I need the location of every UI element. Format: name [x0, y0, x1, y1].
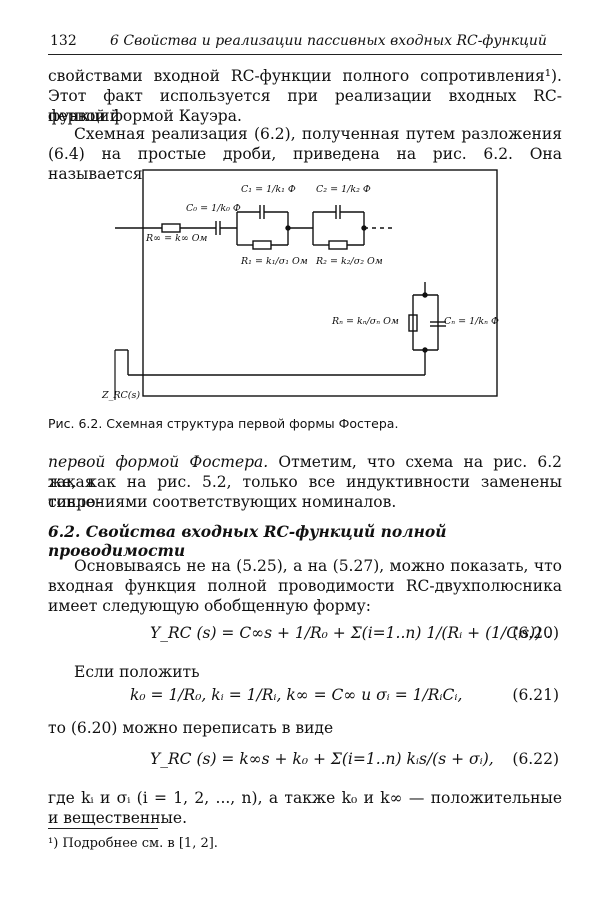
section-title: 6.2. Свойства входных RC-функций полной …: [48, 522, 447, 560]
label-c2: C₂ = 1/k₂ Ф: [316, 184, 371, 195]
label-rn: Rₙ = kₙ/σₙ Ом: [332, 316, 399, 327]
paragraph-line: входная функция полной проводимости RC-д…: [48, 577, 562, 595]
paragraph-text: Отметим, что схема на рис. 6.2 такая: [48, 453, 562, 491]
paragraph-line: где kᵢ и σᵢ (i = 1, 2, ..., n), а также …: [48, 789, 562, 807]
equation-number: (6.22): [512, 750, 559, 768]
figure-caption: Рис. 6.2. Схемная структура первой формы…: [48, 416, 399, 431]
equation-number: (6.21): [512, 686, 559, 704]
label-r1: R₁ = k₁/σ₁ Ом: [241, 256, 308, 267]
paragraph-line: Если положить: [74, 663, 200, 681]
label-r2: R₂ = k₂/σ₂ Ом: [316, 256, 383, 267]
paragraph-line: же, как на рис. 5.2, только все индуктив…: [48, 473, 562, 511]
page-header: 132 6 Свойства и реализации пассивных вх…: [50, 33, 560, 53]
resistor-rn: [408, 314, 418, 332]
equation-6-22: Y_RC (s) = k∞s + k₀ + Σ(i=1..n) kᵢs/(s +…: [150, 750, 494, 768]
paragraph-line: первой формой Кауэра.: [48, 107, 242, 125]
paragraph-line: свойствами входной RC-функции полного со…: [48, 67, 562, 85]
footnote: ¹) Подробнее см. в [1, 2].: [48, 836, 218, 851]
paragraph-line: Схемная реализация (6.2), полученная пут…: [74, 125, 562, 143]
paragraph-line: и вещественные.: [48, 809, 187, 827]
running-title: 6 Свойства и реализации пассивных входны…: [110, 33, 547, 49]
resistor-r2: [328, 240, 348, 250]
footnote-rule: [48, 828, 158, 829]
label-cn: Cₙ = 1/kₙ Ф: [444, 316, 499, 327]
circuit-diagram: [114, 169, 498, 400]
resistor-r1: [252, 240, 272, 250]
paragraph-line: то (6.20) можно переписать в виде: [48, 719, 334, 737]
paragraph-line: тивлениями соответствующих номиналов.: [48, 493, 397, 511]
paragraph-line: (6.4) на простые дроби, приведена на рис…: [48, 145, 562, 183]
paragraph-line: Основываясь не на (5.25), а на (5.27), м…: [74, 557, 562, 575]
label-r-inf: R∞ = k∞ Ом: [146, 233, 208, 244]
paragraph-line: Этот факт используется при реализации вх…: [48, 87, 562, 125]
header-rule: [48, 54, 562, 55]
label-c1: C₁ = 1/k₁ Ф: [241, 184, 296, 195]
label-zrc: Z_RC(s): [102, 390, 141, 401]
equation-6-21: k₀ = 1/R₀, kᵢ = 1/Rᵢ, k∞ = C∞ и σᵢ = 1/R…: [130, 686, 463, 704]
frame-box: [142, 169, 498, 397]
paragraph-line: первой формой Фостера. Отметим, что схем…: [48, 452, 562, 492]
equation-6-20: Y_RC (s) = C∞s + 1/R₀ + Σ(i=1..n) 1/(Rᵢ …: [150, 624, 552, 642]
paragraph-line: имеет следующую обобщенную форму:: [48, 597, 371, 615]
page-number: 132: [50, 33, 77, 49]
resistor-r-inf: [161, 223, 181, 233]
italic-term: первой формой Фостера.: [48, 453, 269, 471]
label-c0: C₀ = 1/k₀ Ф: [186, 203, 241, 214]
equation-number: (6.20): [512, 624, 559, 642]
